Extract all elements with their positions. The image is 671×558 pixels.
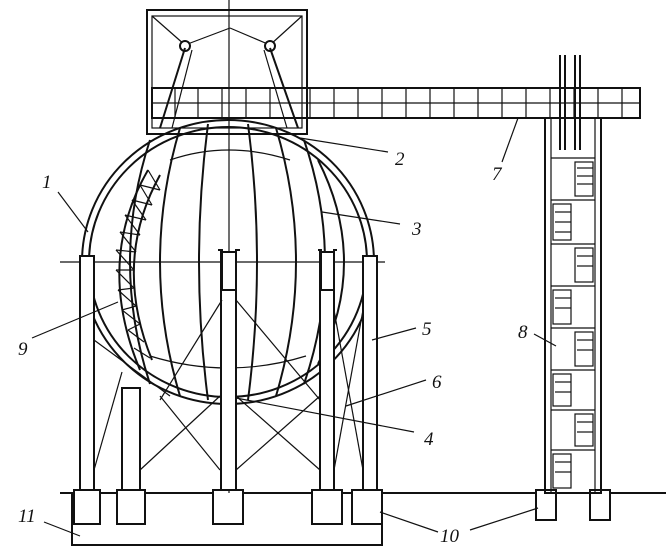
internal-truss xyxy=(115,169,161,371)
stair-tower xyxy=(544,55,602,494)
cross-bracing xyxy=(93,299,364,471)
leader-lines xyxy=(31,117,557,537)
label-9: 9 xyxy=(18,339,28,360)
walkway-platform xyxy=(151,87,641,119)
label-2: 2 xyxy=(395,149,405,170)
label-4: 4 xyxy=(424,429,434,450)
label-7: 7 xyxy=(492,164,503,185)
label-10: 10 xyxy=(440,526,460,547)
foundation-pads xyxy=(73,489,611,525)
top-lifting-frame xyxy=(146,9,308,135)
label-6: 6 xyxy=(432,372,442,393)
callout-labels: 1 2 3 4 5 6 7 8 9 10 11 xyxy=(18,149,528,547)
support-columns xyxy=(79,249,378,491)
label-8: 8 xyxy=(518,322,528,343)
label-3: 3 xyxy=(411,219,422,240)
label-1: 1 xyxy=(42,172,52,193)
label-5: 5 xyxy=(422,319,432,340)
label-11: 11 xyxy=(18,506,36,527)
